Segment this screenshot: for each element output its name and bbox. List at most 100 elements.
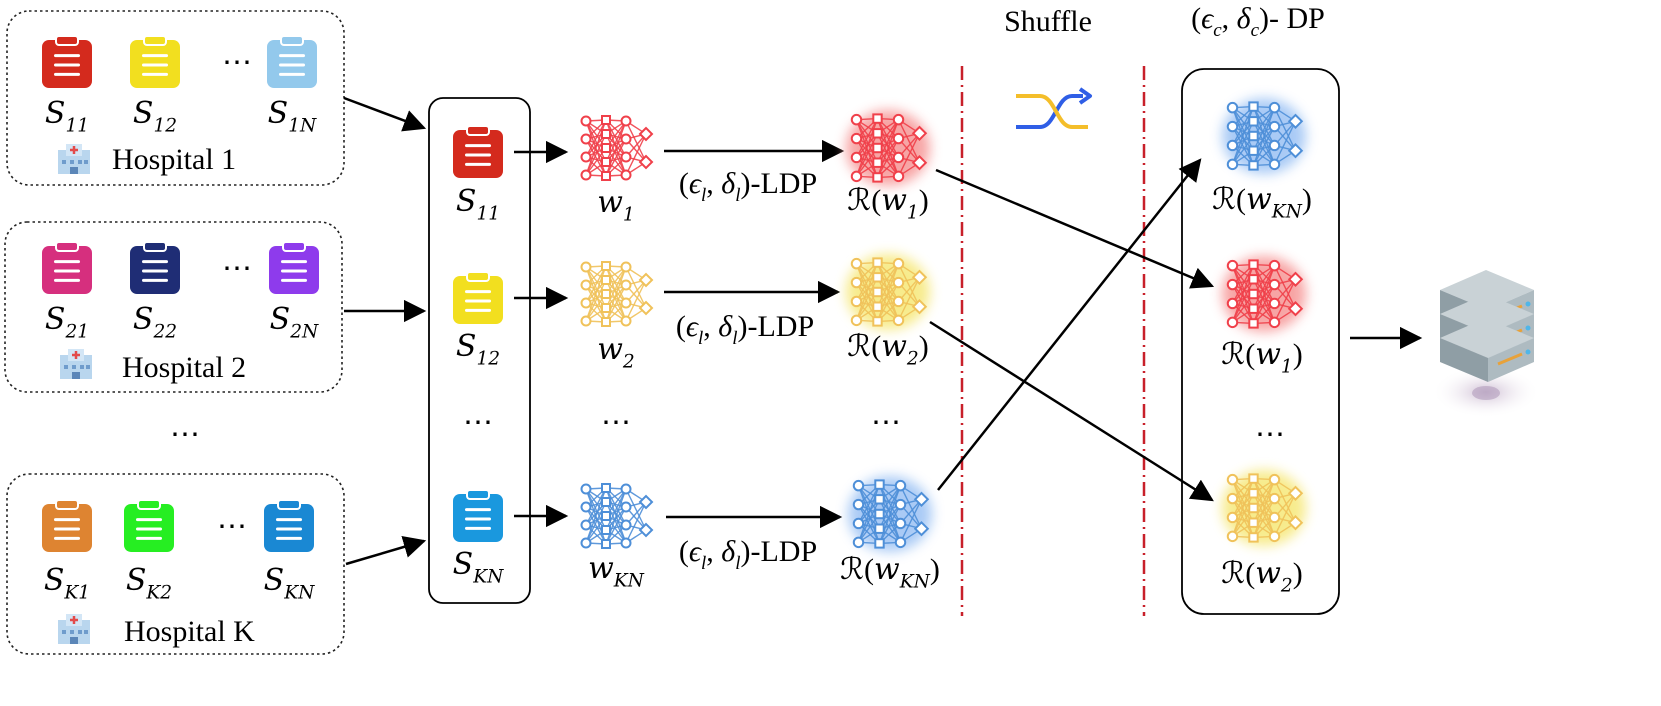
dp-label-eps: ϵ — [1201, 2, 1215, 35]
hospital-ellipsis: ⋯ — [170, 418, 200, 451]
ldp-label-1-eps-sub: l — [701, 185, 706, 206]
shuffled-label-2-close: ) — [1293, 338, 1303, 371]
client-label-h2-c2-sub: 22 — [152, 321, 177, 342]
randomized-label-2: ℛ(w2) — [847, 329, 928, 369]
shuffle-icon — [1016, 87, 1092, 129]
selected-label-3-base: S — [453, 547, 474, 582]
shuffled-label-3-close: ) — [1293, 557, 1303, 590]
selected-label-1-sub: 11 — [476, 203, 500, 224]
randomized-model-icon-2 — [846, 254, 930, 330]
ldp-label-3-delta: δ — [721, 535, 736, 568]
randomized-label-3-sub: KN — [899, 571, 931, 592]
local-model-label-3-sub: KN — [613, 570, 645, 591]
local-model-label-1: w1 — [597, 185, 635, 225]
shuffled-label-3-sub: 2 — [1280, 575, 1293, 596]
rand-ellipsis: ⋯ — [871, 406, 901, 439]
local-model-icon-3 — [580, 483, 654, 549]
shuffled-models: ℛ(wKN)ℛ(w1)ℛ(w2) — [1212, 98, 1312, 596]
shuffled-label-2-func: ℛ( — [1221, 338, 1255, 371]
ldp-label-2-delta-sub: l — [732, 328, 737, 349]
dp-label-delta-sub: c — [1251, 20, 1260, 41]
randomized-model-icon-3 — [848, 476, 932, 552]
shuffled-label-1-base: w — [1246, 182, 1272, 217]
selected-ellipsis: ⋯ — [463, 406, 493, 439]
clipboard-icon-h2-c3 — [269, 241, 319, 294]
client-label-h1-c1-sub: 11 — [65, 115, 89, 136]
shuffled-ellipsis: ⋯ — [1255, 418, 1285, 451]
client-label-h2-c3: S2N — [270, 302, 319, 342]
shuffled-label-3-base: w — [1255, 556, 1281, 591]
shuffle-label: Shuffle — [1004, 5, 1092, 38]
client-label-h2-c2: S22 — [133, 302, 177, 342]
hospital-3-ellipsis: ⋯ — [217, 510, 247, 543]
arrow-shuffle-wkn — [937, 158, 1202, 491]
shuffled-label-1-close: ) — [1302, 183, 1312, 216]
selected-label-3: SKN — [453, 547, 504, 587]
client-label-h2-c3-sub: 2N — [289, 321, 319, 342]
selected-clipboard-icon-1 — [453, 125, 503, 178]
ldp-label-3-open: ( — [679, 535, 689, 568]
arrow-hospital1-to-selection — [343, 96, 427, 132]
client-label-h3-c3: SKN — [264, 563, 315, 603]
client-label-h1-c2: S12 — [133, 96, 177, 136]
local-model-label-2-sub: 2 — [622, 351, 635, 372]
client-label-h1-c3-base: S — [268, 96, 289, 131]
clipboard-icon-h2-c1 — [42, 241, 92, 294]
client-label-h3-c3-base: S — [264, 563, 285, 598]
client-label-h2-c1: S21 — [45, 302, 89, 342]
ldp-label-2-delta: δ — [718, 310, 733, 343]
client-label-h3-c3-sub: KN — [283, 582, 315, 603]
ldp-label-3: (ϵl, δl)-LDP — [679, 535, 817, 574]
hospital-2-ellipsis: ⋯ — [222, 252, 252, 285]
randomized-label-3-func: ℛ( — [840, 553, 874, 586]
client-label-h2-c3-base: S — [270, 302, 291, 337]
clipboard-icon-h3-c2 — [124, 499, 174, 552]
selected-clipboard-icon-2 — [453, 271, 503, 324]
server-icon — [1432, 270, 1540, 418]
arrow-hospitalk-to-selection — [345, 535, 427, 566]
client-label-h3-c1: SK1 — [44, 563, 90, 603]
shuffled-models-box — [1181, 68, 1340, 615]
local-ellipsis: ⋯ — [601, 406, 631, 439]
arrow-shuffle-w1 — [935, 168, 1215, 289]
client-label-h2-c1-sub: 21 — [64, 321, 89, 342]
ldp-label-3-suffix: )-LDP — [740, 535, 817, 568]
ldp-label-3-comma: , — [706, 535, 721, 568]
client-label-h1-c2-base: S — [133, 96, 154, 131]
arrow-shuffle-w2 — [929, 320, 1214, 502]
shuffled-model-icon-2 — [1222, 256, 1306, 332]
client-label-h2-c2-base: S — [133, 302, 154, 337]
hospital-2-name: Hospital 2 — [122, 351, 246, 384]
ldp-label-2-eps-sub: l — [698, 328, 703, 349]
client-label-h3-c2: SK2 — [126, 563, 172, 603]
hospital-building-icon-1 — [58, 144, 90, 174]
dp-label: (ϵc, δc)- DP — [1191, 2, 1325, 41]
server-unit-3 — [1440, 318, 1534, 382]
client-label-h3-c1-sub: K1 — [63, 582, 90, 603]
ldp-label-1-comma: , — [706, 167, 721, 200]
local-model-label-3: wKN — [588, 551, 645, 591]
client-label-h2-c1-base: S — [45, 302, 66, 337]
shuffled-label-2: ℛ(w1) — [1221, 337, 1302, 377]
hospital-k-box — [6, 473, 345, 655]
ldp-label-1: (ϵl, δl)-LDP — [679, 167, 817, 206]
ldp-label-2-eps: ϵ — [686, 310, 700, 343]
ldp-label-1-eps: ϵ — [689, 167, 703, 200]
randomized-label-2-base: w — [881, 329, 907, 364]
client-label-h1-c2-sub: 12 — [153, 115, 177, 136]
shuffled-model-icon-3 — [1222, 470, 1306, 546]
randomized-label-1: ℛ(w1) — [847, 183, 928, 223]
randomized-label-2-close: ) — [919, 330, 929, 363]
randomized-label-1-close: ) — [919, 184, 929, 217]
shuffled-label-2-sub: 1 — [1281, 356, 1293, 377]
randomized-label-2-func: ℛ( — [847, 330, 881, 363]
ldp-labels: (ϵl, δl)-LDP(ϵl, δl)-LDP(ϵl, δl)-LDP — [676, 167, 817, 574]
shuffled-label-1-sub: KN — [1271, 201, 1303, 222]
local-model-label-3-base: w — [588, 551, 614, 586]
randomized-label-3-base: w — [874, 552, 900, 587]
local-model-label-2: w2 — [597, 332, 635, 372]
client-label-h1-c1-base: S — [45, 96, 66, 131]
